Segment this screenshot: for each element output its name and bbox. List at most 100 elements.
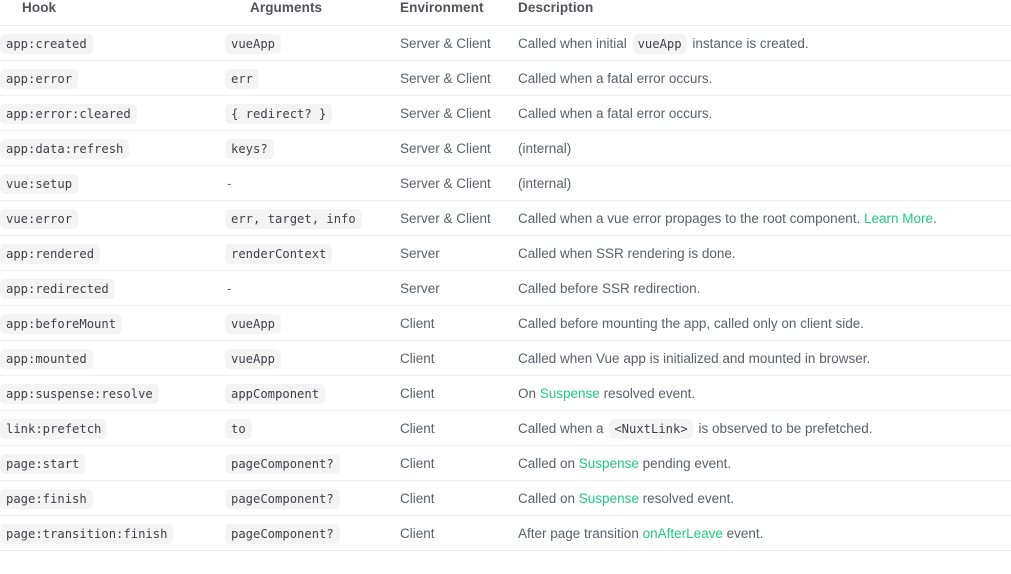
hook-environment: Server & Client bbox=[400, 210, 491, 226]
hook-name: app:error:cleared bbox=[0, 103, 137, 124]
hook-arguments-cell: vueApp bbox=[225, 340, 400, 376]
hook-arguments: renderContext bbox=[225, 243, 333, 264]
description-text: instance is created. bbox=[688, 35, 809, 51]
hook-arguments: pageComponent? bbox=[225, 523, 340, 544]
hook-description-cell: Called on Suspense pending event. bbox=[518, 445, 1011, 481]
hook-arguments: vueApp bbox=[225, 348, 282, 369]
hook-environment: Client bbox=[400, 350, 435, 366]
hook-environment: Client bbox=[400, 385, 435, 401]
hook-arguments-cell: to bbox=[225, 410, 400, 446]
hook-name: app:mounted bbox=[0, 348, 93, 369]
description-text: Called before SSR redirection. bbox=[518, 280, 701, 296]
description-text: Called when a fatal error occurs. bbox=[518, 70, 713, 86]
hook-arguments: vueApp bbox=[225, 33, 282, 54]
hook-environment: Client bbox=[400, 455, 435, 471]
hook-environment-cell: Server & Client bbox=[400, 130, 518, 166]
description-link[interactable]: Learn More bbox=[863, 210, 934, 226]
description-text: pending event. bbox=[638, 455, 732, 471]
description-text: After page transition bbox=[518, 525, 643, 541]
description-text: Called when initial bbox=[518, 35, 631, 51]
hook-arguments: - bbox=[227, 280, 232, 296]
hook-description-cell: (internal) bbox=[518, 130, 1011, 166]
table-row: app:error:cleared { redirect? } Server & C… bbox=[0, 95, 1011, 131]
hook-name: app:suspense:resolve bbox=[0, 383, 159, 404]
hook-environment-cell: Client bbox=[400, 410, 518, 446]
hook-name: page:transition:finish bbox=[0, 523, 174, 544]
hook-arguments: - bbox=[227, 175, 232, 191]
hook-environment: Client bbox=[400, 525, 435, 541]
hook-name-cell: vue:setup bbox=[0, 165, 225, 201]
hook-name-cell: app:mounted bbox=[0, 340, 225, 376]
hook-environment-cell: Client bbox=[400, 445, 518, 481]
hook-description-cell: Called when Vue app is initialized and m… bbox=[518, 340, 1011, 376]
hook-environment-cell: Server bbox=[400, 270, 518, 306]
hook-environment: Server & Client bbox=[400, 70, 491, 86]
hook-arguments: pageComponent? bbox=[225, 453, 340, 474]
hook-description-cell: Called on Suspense resolved event. bbox=[518, 480, 1011, 516]
hook-arguments-cell: appComponent bbox=[225, 375, 400, 411]
hook-arguments: to bbox=[225, 418, 252, 439]
hook-name-cell: app:data:refresh bbox=[0, 130, 225, 166]
hook-name: page:finish bbox=[0, 488, 93, 509]
hook-description-cell: Called before SSR redirection. bbox=[518, 270, 1011, 306]
hook-description-cell: After page transition onAfterLeave event… bbox=[518, 515, 1011, 551]
lifecycle-hooks-table: Hook Arguments Environment Description a… bbox=[0, 0, 1011, 551]
column-header-arguments: Arguments bbox=[225, 0, 400, 26]
description-text: . bbox=[933, 210, 937, 226]
hook-environment-cell: Client bbox=[400, 515, 518, 551]
hook-name: app:redirected bbox=[0, 278, 115, 299]
hook-arguments-cell: vueApp bbox=[225, 305, 400, 341]
hook-name: page:start bbox=[0, 453, 86, 474]
hook-description-cell: Called before mounting the app, called o… bbox=[518, 305, 1011, 341]
hook-arguments: vueApp bbox=[225, 313, 282, 334]
hook-description-cell: Called when SSR rendering is done. bbox=[518, 235, 1011, 271]
hook-arguments: { redirect? } bbox=[225, 103, 333, 124]
hook-name-cell: app:error bbox=[0, 60, 225, 96]
table-row: page:transition:finish pageComponent? Clie… bbox=[0, 515, 1011, 551]
description-text: Called on bbox=[518, 455, 579, 471]
description-text: Called when a fatal error occurs. bbox=[518, 105, 713, 121]
table-row: page:start pageComponent? Client Called on … bbox=[0, 445, 1011, 481]
hook-arguments-cell: - bbox=[225, 165, 400, 201]
hook-name-cell: vue:error bbox=[0, 200, 225, 236]
hook-environment: Server & Client bbox=[400, 140, 491, 156]
description-link[interactable]: Suspense bbox=[578, 455, 639, 471]
hook-name: link:prefetch bbox=[0, 418, 108, 439]
description-link[interactable]: onAfterLeave bbox=[642, 525, 723, 541]
description-link[interactable]: Suspense bbox=[539, 385, 600, 401]
hook-environment-cell: Server & Client bbox=[400, 95, 518, 131]
hook-arguments-cell: vueApp bbox=[225, 25, 400, 61]
hook-name-cell: app:rendered bbox=[0, 235, 225, 271]
hook-name-cell: page:transition:finish bbox=[0, 515, 225, 551]
hook-name: app:rendered bbox=[0, 243, 101, 264]
table-header-row: Hook Arguments Environment Description bbox=[0, 0, 1011, 26]
hook-environment-cell: Client bbox=[400, 340, 518, 376]
hook-arguments-cell: renderContext bbox=[225, 235, 400, 271]
column-header-environment: Environment bbox=[400, 0, 518, 26]
hook-name-cell: app:created bbox=[0, 25, 225, 61]
description-text: Called before mounting the app, called o… bbox=[518, 315, 864, 331]
column-header-hook: Hook bbox=[0, 0, 225, 26]
description-text: Called when SSR rendering is done. bbox=[518, 245, 736, 261]
hook-arguments: keys? bbox=[225, 138, 274, 159]
hook-environment-cell: Client bbox=[400, 480, 518, 516]
description-text: Called on bbox=[518, 490, 579, 506]
description-text: event. bbox=[722, 525, 764, 541]
hook-description-cell: Called when a fatal error occurs. bbox=[518, 95, 1011, 131]
hook-environment: Client bbox=[400, 490, 435, 506]
hook-environment: Server & Client bbox=[400, 35, 491, 51]
hook-name-cell: app:suspense:resolve bbox=[0, 375, 225, 411]
hook-name-cell: page:finish bbox=[0, 480, 225, 516]
hook-environment-cell: Server & Client bbox=[400, 200, 518, 236]
description-text: is observed to be prefetched. bbox=[694, 420, 873, 436]
table-header: Hook Arguments Environment Description bbox=[0, 0, 1011, 26]
hook-environment-cell: Server & Client bbox=[400, 25, 518, 61]
hook-description-cell: Called when a <NuxtLink> is observed to … bbox=[518, 410, 1011, 446]
description-link[interactable]: Suspense bbox=[578, 490, 639, 506]
hook-name: app:data:refresh bbox=[0, 138, 130, 159]
